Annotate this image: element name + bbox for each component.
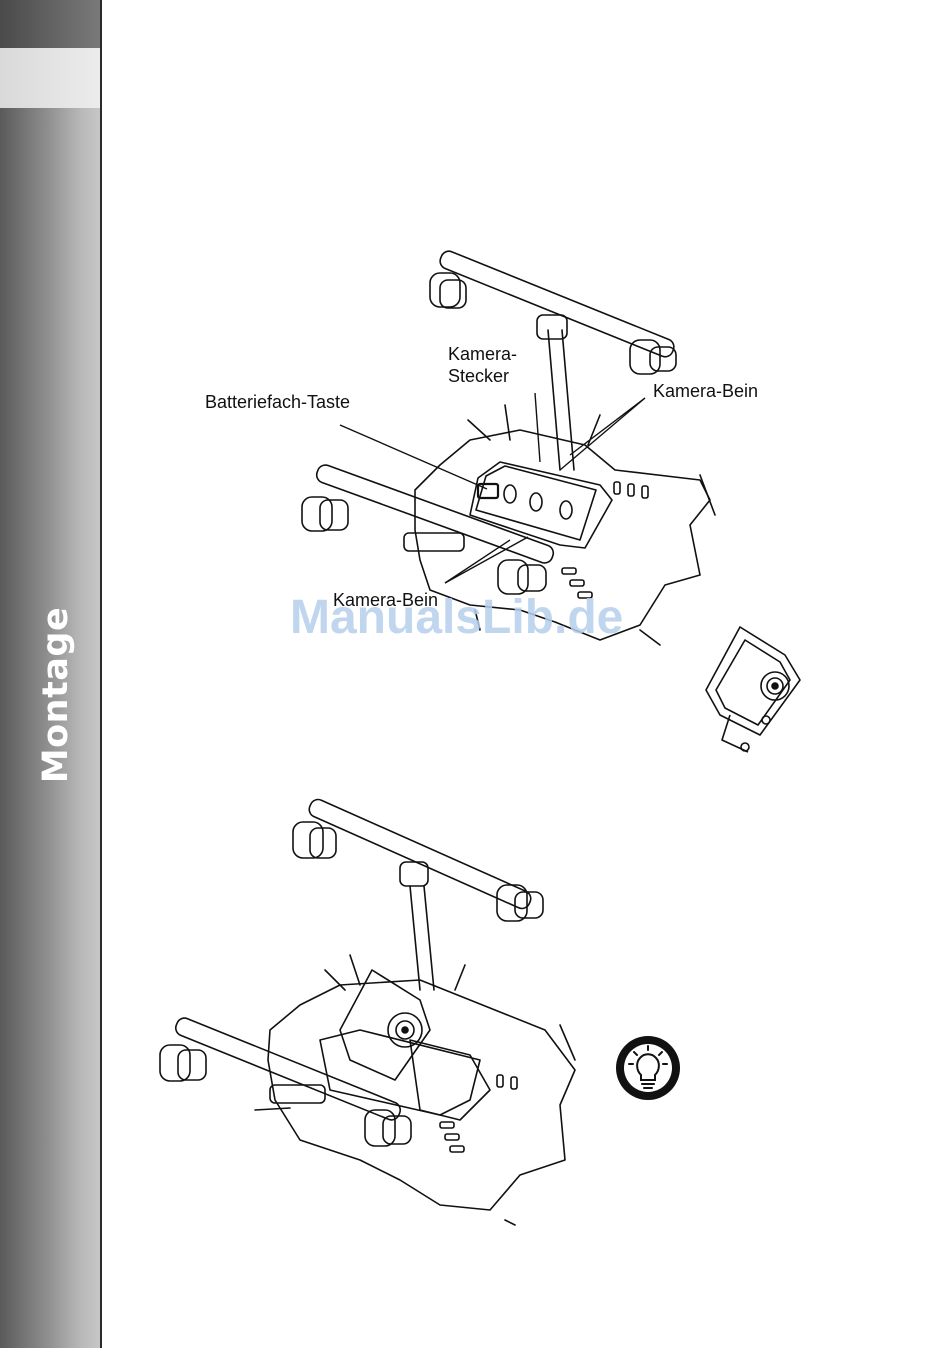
- lightbulb-icon: [0, 0, 950, 1348]
